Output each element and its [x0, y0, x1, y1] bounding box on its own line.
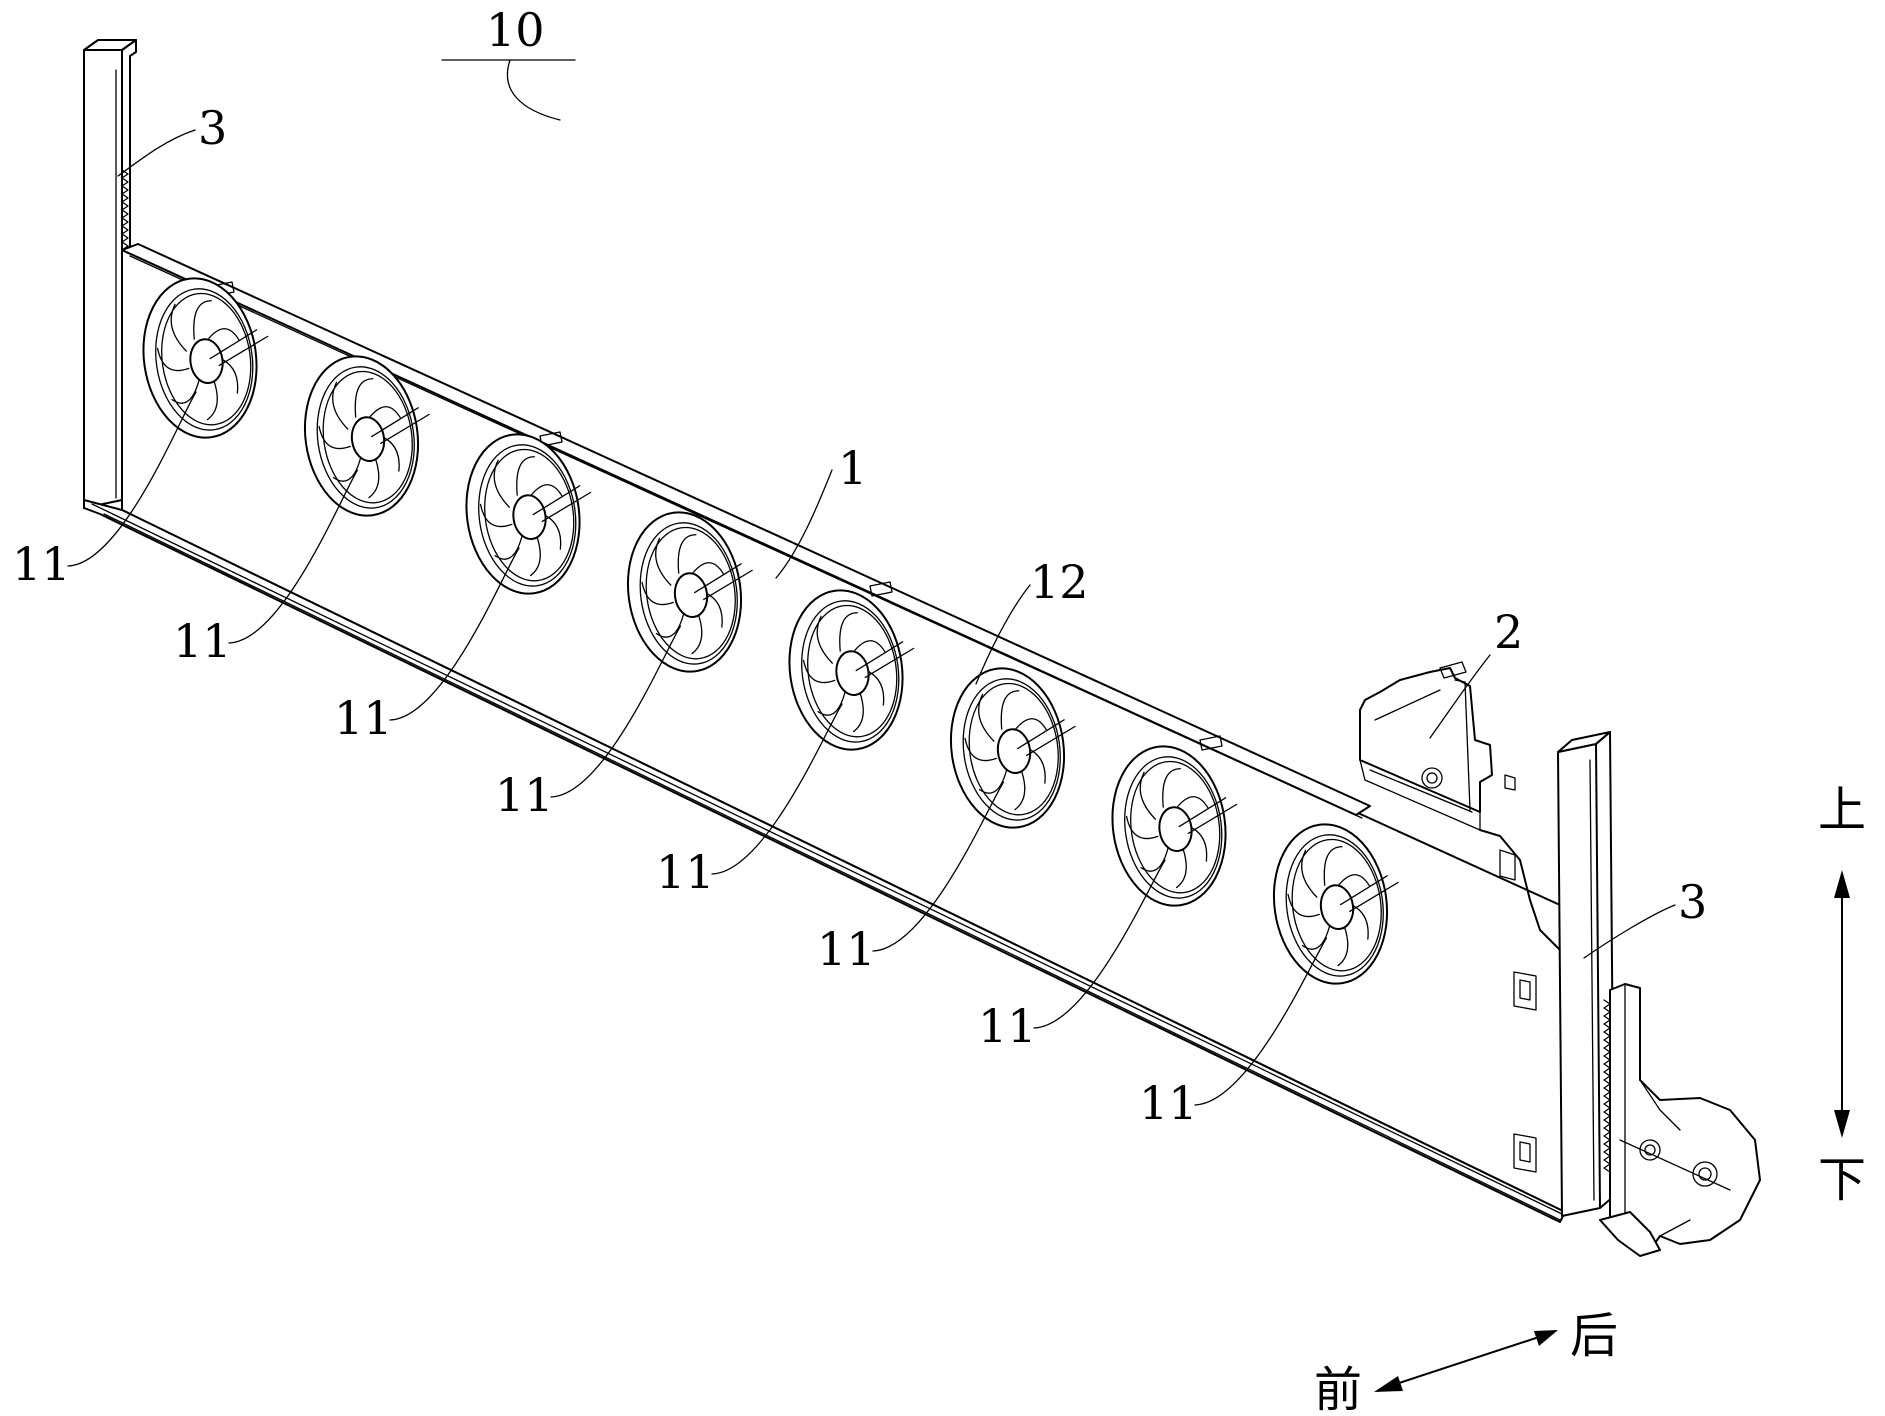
label-rail-3-left: 3: [198, 101, 227, 155]
label-fan-11-5: 11: [656, 845, 715, 899]
fan-4: [626, 511, 753, 673]
label-fan-11-2: 11: [173, 614, 232, 668]
label-assembly-10: 10: [486, 3, 545, 57]
fan-leader-5: [711, 703, 843, 875]
fan-leader-7: [1033, 859, 1166, 1029]
leader-10-curve: [506, 59, 561, 121]
drive-unit: [1359, 661, 1561, 951]
label-fan-11-3: 11: [334, 691, 393, 745]
fan-5: [788, 589, 915, 751]
fan-leader-3: [389, 547, 520, 721]
label-fan-11-4: 11: [495, 768, 554, 822]
direction-back-label: 后: [1570, 1308, 1618, 1364]
fan-leader-6: [872, 781, 1005, 952]
label-fan-11-1: 11: [12, 537, 71, 591]
direction-front-label: 前: [1314, 1362, 1362, 1416]
fan-labels-group: 11 11 11 11 11 11 11 11: [12, 391, 1328, 1130]
fan-2: [303, 355, 430, 517]
fan-leader-8: [1194, 937, 1328, 1106]
up-arrow-head: [1834, 870, 1850, 898]
leader-12: [975, 584, 1031, 685]
right-rack-rail: [1557, 731, 1615, 1217]
direction-up-label: 上: [1818, 782, 1866, 838]
end-cap-gear-housing: [1599, 983, 1761, 1257]
front-back-arrow-line: [1383, 1333, 1549, 1389]
leader-1: [775, 469, 833, 579]
label-panel-1: 1: [838, 441, 867, 495]
direction-arrows: [1374, 870, 1850, 1392]
fan-leader-4: [550, 625, 682, 798]
label-fan-11-7: 11: [978, 999, 1037, 1053]
direction-down-label: 下: [1818, 1152, 1866, 1208]
fan-leader-1: [67, 391, 197, 567]
label-fan-11-8: 11: [1139, 1076, 1198, 1130]
front-arrow-head: [1374, 1376, 1403, 1392]
label-drive-2: 2: [1494, 605, 1523, 659]
fan-1: [142, 277, 269, 439]
label-fan-11-6: 11: [817, 922, 876, 976]
fan-6: [949, 667, 1076, 829]
fan-7: [1111, 745, 1238, 907]
down-arrow-head: [1834, 1110, 1850, 1138]
fan-8: [1272, 823, 1399, 985]
fan-leader-2: [228, 469, 359, 644]
leader-3-right: [1583, 904, 1676, 959]
fan-3: [465, 433, 592, 595]
back-arrow-head: [1534, 1330, 1558, 1346]
label-rail-3-right: 3: [1678, 875, 1707, 929]
label-face-12: 12: [1030, 555, 1089, 609]
fans-group: [142, 277, 1399, 985]
leader-2: [1429, 654, 1491, 739]
leader-3-left: [117, 129, 196, 177]
leader-lines: [117, 59, 1676, 959]
